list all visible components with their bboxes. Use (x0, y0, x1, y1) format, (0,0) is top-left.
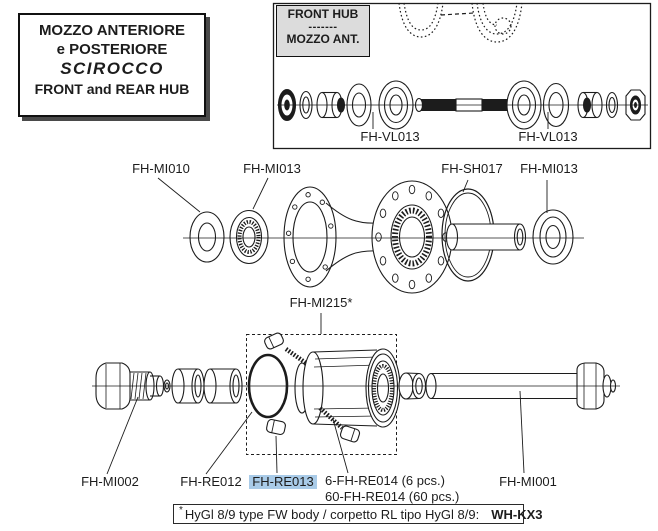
part-label-axle-nut: FH-MI002 (81, 474, 139, 489)
part-label-pawl-kit-60: 60-FH-RE014 (60 pcs.) (325, 489, 460, 504)
dotted-hub-silhouette (398, 2, 523, 43)
front-hub-box-outline (272, 2, 652, 150)
front-hub-label-separator: ------- (308, 21, 338, 33)
part-label-rear-axle: FH-MI001 (499, 474, 557, 489)
part-label-front-bearing-right: FH-VL013 (518, 129, 578, 144)
part-label-pawl-highlighted: FH-RE013 (241, 475, 325, 489)
footnote-asterisk: * (179, 505, 183, 516)
part-label-bearing-right: FH-MI013 (520, 161, 578, 176)
search-highlight: FH-RE013 (249, 475, 317, 489)
part-label-oring: FH-RE012 (180, 474, 242, 489)
title-line-english: FRONT and REAR HUB (34, 81, 190, 97)
part-label-front-bearing-left: FH-VL013 (360, 129, 420, 144)
title-model-name: SCIROCCO (60, 59, 164, 78)
part-label-dust-cap: FH-MI010 (132, 161, 190, 176)
freehub-axle-parts (92, 332, 620, 475)
part-label-pawl-kit-6: 6-FH-RE014 (6 pcs.) (325, 473, 445, 488)
front-hub-label-box: FRONT HUB ------- MOZZO ANT. (276, 5, 370, 57)
front-hub-label-it: MOZZO ANT. (286, 32, 360, 46)
footnote-box: * HyGl 8/9 type FW body / corpetto RL ti… (173, 504, 543, 524)
part-label-seal: FH-SH017 (441, 161, 503, 176)
footnote-text: HyGl 8/9 type FW body / corpetto RL tipo… (184, 506, 480, 522)
part-label-hub-body: FH-MI215* (289, 295, 353, 310)
title-line-italian-1: MOZZO ANTERIORE (38, 22, 186, 39)
footnote-part-code: WH-KX3 (491, 506, 543, 522)
front-axle-parts (277, 80, 648, 130)
title-line-italian-2: e POSTERIORE (56, 41, 168, 58)
front-hub-label-en: FRONT HUB (287, 7, 359, 21)
part-label-bearing-left: FH-MI013 (243, 161, 301, 176)
title-box: MOZZO ANTERIORE e POSTERIORE SCIROCCO FR… (18, 13, 206, 117)
hub-shell-parts (157, 177, 584, 334)
